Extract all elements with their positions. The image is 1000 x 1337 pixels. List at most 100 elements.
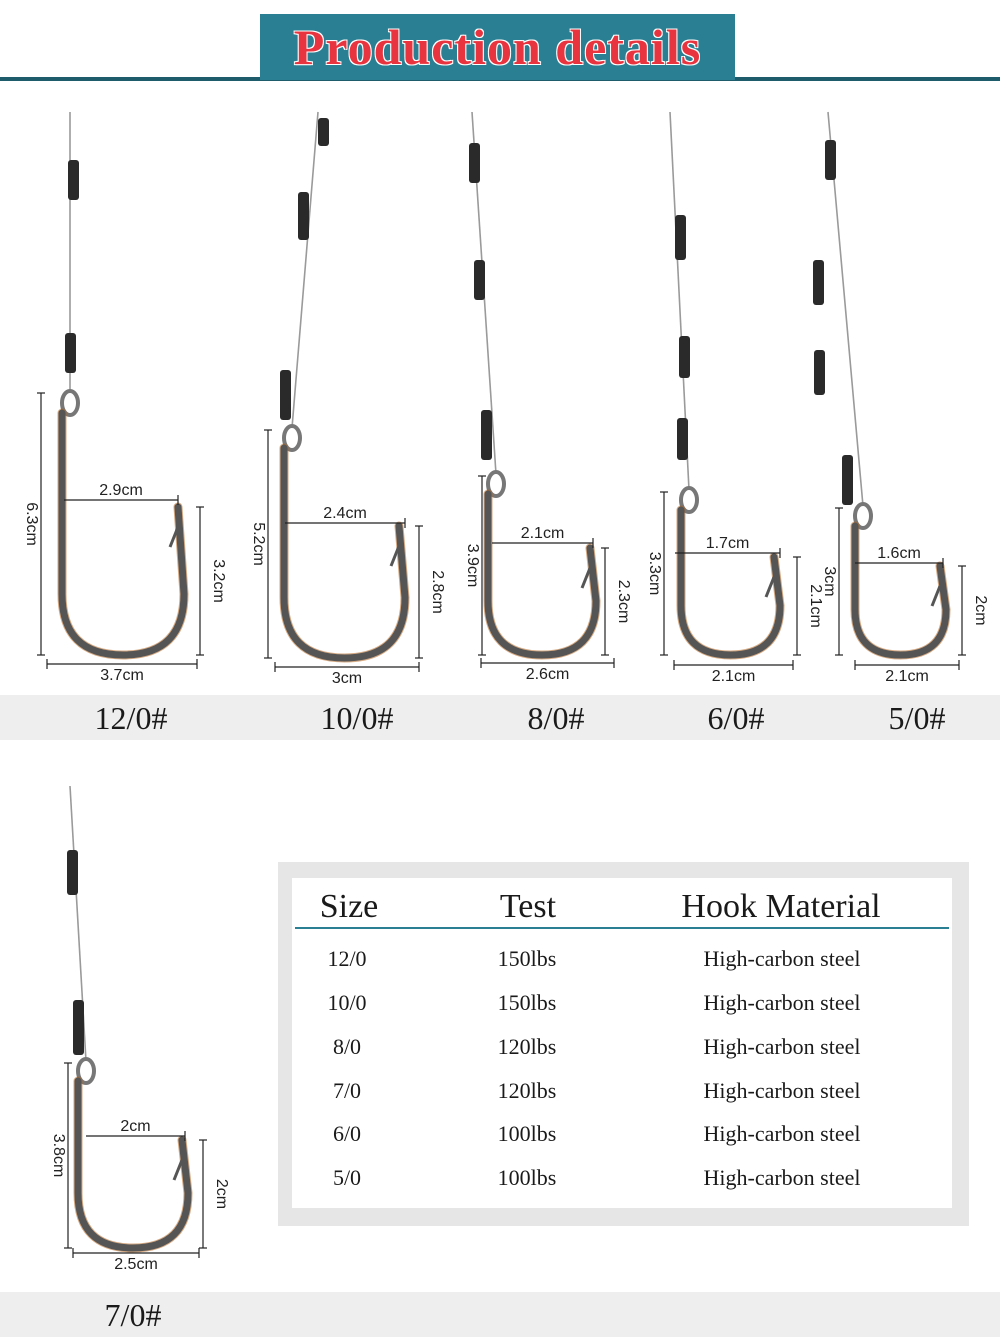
table-cell: High-carbon steel — [703, 1034, 861, 1059]
crimp-sleeve — [675, 215, 686, 260]
leader-wire — [69, 785, 87, 1062]
table-cell: 120lbs — [497, 1034, 557, 1059]
crimp-sleeve — [65, 333, 76, 373]
hook-barb — [168, 526, 180, 548]
hook-eye — [486, 470, 506, 498]
crimp-sleeve — [813, 260, 824, 305]
crimp-sleeve — [814, 350, 825, 395]
length-dimension-label: 3.9cm — [464, 544, 481, 588]
hook-barb — [764, 576, 776, 598]
hook-body — [280, 444, 409, 662]
size-label-7-0: 7/0# — [104, 1297, 162, 1333]
hook-body — [484, 490, 600, 659]
hook-copper-edge — [57, 408, 189, 660]
hook-barb — [389, 545, 401, 567]
crimp-sleeve — [825, 140, 836, 180]
hook-copper-edge — [483, 489, 601, 660]
leader-wire — [471, 111, 497, 475]
crimp-sleeve — [481, 410, 492, 460]
bend-dimension-label: 2.3cm — [615, 580, 632, 624]
crimp-sleeve — [677, 418, 688, 460]
hook-eye — [60, 389, 80, 417]
hook-eye — [282, 424, 302, 452]
crimp-sleeve — [318, 118, 329, 146]
leader-wire — [669, 111, 690, 491]
size-label-12-0: 12/0# — [94, 700, 168, 736]
hook-copper-edge — [279, 443, 410, 663]
leader-wire — [827, 111, 864, 507]
gap-dimension-label: 2.9cm — [99, 482, 143, 499]
crimp-sleeve — [298, 192, 309, 240]
length-dimension-label: 3.3cm — [646, 552, 663, 596]
bend-dimension-label: 3.2cm — [210, 559, 227, 603]
width-dimension-label: 2.5cm — [114, 1256, 158, 1273]
width-dimension-label: 3.7cm — [100, 667, 144, 684]
crimp-sleeve — [469, 143, 480, 183]
gap-dimension-label: 2.4cm — [323, 505, 367, 522]
table-cell: 5/0 — [332, 1165, 362, 1190]
length-dimension-label: 3.8cm — [50, 1134, 67, 1178]
gap-dimension-label: 1.7cm — [706, 535, 750, 552]
gap-dimension-label: 2cm — [120, 1118, 150, 1135]
hook-body — [677, 506, 784, 659]
crimp-sleeve — [73, 1000, 84, 1055]
leader-wire — [291, 111, 319, 429]
page-title: Production details — [293, 19, 702, 75]
hook-barb — [172, 1159, 184, 1181]
size-label-5-0: 5/0# — [888, 700, 946, 736]
hook-eye — [853, 502, 873, 530]
table-cell: 10/0 — [327, 990, 367, 1015]
crimp-sleeve — [68, 160, 79, 200]
hook-body — [74, 1077, 192, 1252]
crimp-sleeve — [280, 370, 291, 420]
crimp-sleeve — [67, 850, 78, 895]
length-dimension-label: 6.3cm — [23, 502, 40, 546]
hook-eye — [679, 486, 699, 514]
hook-barb — [580, 567, 592, 589]
table-cell: 150lbs — [497, 946, 557, 971]
hook-eye — [76, 1057, 96, 1085]
table-cell: High-carbon steel — [703, 1165, 861, 1190]
table-cell: High-carbon steel — [703, 946, 861, 971]
size-label-6-0: 6/0# — [707, 700, 765, 736]
crimp-sleeve — [679, 336, 690, 378]
table-cell: High-carbon steel — [703, 1078, 861, 1103]
table-header-rule — [295, 927, 949, 929]
width-dimension-label: 3cm — [332, 670, 362, 687]
table-header-test: Test — [499, 888, 557, 925]
table-cell: High-carbon steel — [703, 1121, 861, 1146]
table-cell: 12/0 — [327, 946, 367, 971]
size-label-8-0: 8/0# — [527, 700, 585, 736]
crimp-sleeve — [842, 455, 853, 505]
gap-dimension-label: 1.6cm — [877, 545, 921, 562]
header-banner: Production details — [260, 14, 735, 80]
hook-copper-edge — [73, 1076, 193, 1253]
size-label-10-0: 10/0# — [320, 700, 394, 736]
size-strip-top — [0, 695, 1000, 740]
width-dimension-label: 2.6cm — [526, 666, 570, 683]
table-cell: 100lbs — [497, 1165, 557, 1190]
table-cell: 150lbs — [497, 990, 557, 1015]
length-dimension-label: 3cm — [821, 566, 838, 596]
gap-dimension-label: 2.1cm — [521, 525, 565, 542]
bend-dimension-label: 2.8cm — [429, 570, 446, 614]
bend-dimension-label: 2cm — [972, 595, 989, 625]
table-cell: 8/0 — [332, 1034, 362, 1059]
length-dimension-label: 5.2cm — [250, 522, 267, 566]
hook-barb — [930, 585, 942, 607]
bend-dimension-label: 2.1cm — [807, 584, 824, 628]
crimp-sleeve — [474, 260, 485, 300]
table-cell: 6/0 — [332, 1121, 362, 1146]
hook-body — [851, 522, 950, 659]
bend-dimension-label: 2cm — [213, 1179, 230, 1209]
width-dimension-label: 2.1cm — [885, 668, 929, 685]
table-header-size: Size — [319, 888, 379, 925]
table-cell: 7/0 — [332, 1078, 362, 1103]
hook-copper-edge — [850, 521, 951, 660]
spec-table — [292, 878, 952, 1208]
hook-body — [58, 409, 188, 659]
width-dimension-label: 2.1cm — [712, 668, 756, 685]
table-cell: 120lbs — [497, 1078, 557, 1103]
table-cell: 100lbs — [497, 1121, 557, 1146]
table-cell: High-carbon steel — [703, 990, 861, 1015]
